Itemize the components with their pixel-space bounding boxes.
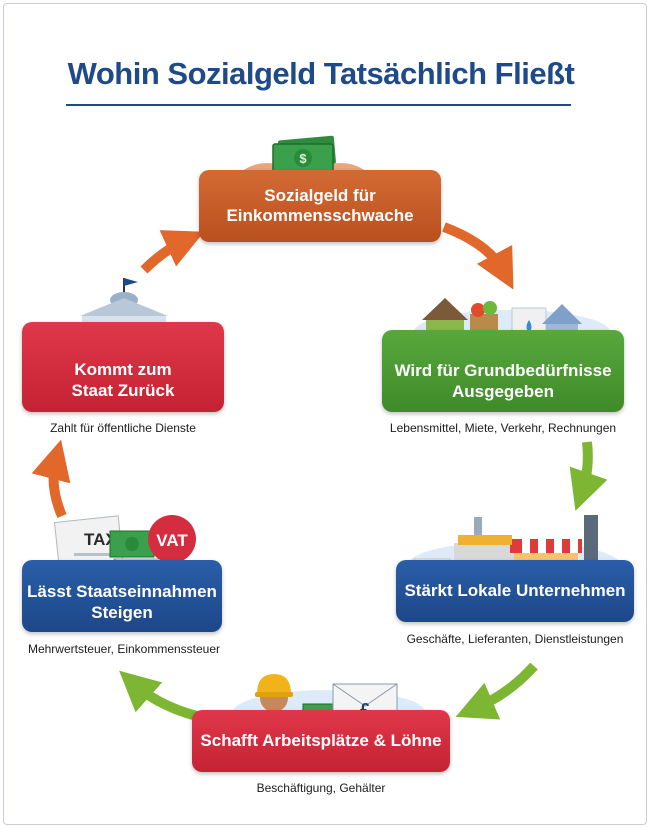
arrow-1-to-2 — [442, 222, 514, 290]
step-6-label-line1: Kommt zum — [74, 360, 172, 380]
arrow-2-to-3 — [569, 441, 608, 511]
arrow-6-to-1 — [140, 230, 205, 274]
step-6-subtitle: Zahlt für öffentliche Dienste — [50, 421, 196, 435]
step-box-jobs-wages: Schafft Arbeitsplätze & Löhne — [192, 710, 450, 772]
step-box-local-business: Stärkt Lokale Unternehmen — [396, 560, 634, 622]
step-2-label-line1: Wird für Grundbedürfnisse — [394, 361, 612, 381]
step-3-label: Stärkt Lokale Unternehmen — [404, 580, 626, 600]
step-1-label-line1: Sozialgeld für — [264, 185, 376, 205]
title-underline — [66, 104, 571, 106]
step-box-social-benefit: Sozialgeld für Einkommensschwache — [199, 170, 441, 242]
step-2-label-line2: Ausgegeben — [451, 381, 554, 401]
step-4-subtitle: Beschäftigung, Gehälter — [256, 781, 386, 795]
svg-text:$: $ — [299, 151, 307, 166]
step-3-subtitle: Geschäfte, Lieferanten, Dienstleistungen — [406, 632, 624, 646]
arrow-3-to-4 — [455, 662, 538, 720]
page-title: Wohin Sozialgeld Tatsächlich Fließt — [67, 56, 575, 91]
step-box-state-revenue: Lässt Staatseinnahmen Steigen — [22, 560, 222, 632]
svg-text:TAX: TAX — [84, 530, 117, 549]
step-5-subtitle: Mehrwertsteuer, Einkommenssteuer — [27, 642, 221, 656]
step-4-label: Schafft Arbeitsplätze & Löhne — [200, 730, 442, 750]
step-6-label-line2: Staat Zurück — [71, 380, 175, 400]
step-2-subtitle: Lebensmittel, Miete, Verkehr, Rechnungen — [389, 421, 617, 435]
diagram-frame: Wohin Sozialgeld Tatsächlich Fließt $ So… — [3, 3, 647, 825]
step-box-return-to-state: Kommt zum Staat Zurück — [22, 322, 224, 412]
step-5-label-line2: Steigen — [91, 602, 153, 622]
step-5-label-line1: Lässt Staatseinnahmen — [27, 582, 217, 602]
step-box-basic-needs: Wird für Grundbedürfnisse Ausgegeben — [382, 330, 624, 412]
arrow-5-to-6 — [31, 439, 71, 518]
svg-text:VAT: VAT — [156, 531, 188, 550]
step-1-label-line2: Einkommensschwache — [226, 206, 414, 225]
